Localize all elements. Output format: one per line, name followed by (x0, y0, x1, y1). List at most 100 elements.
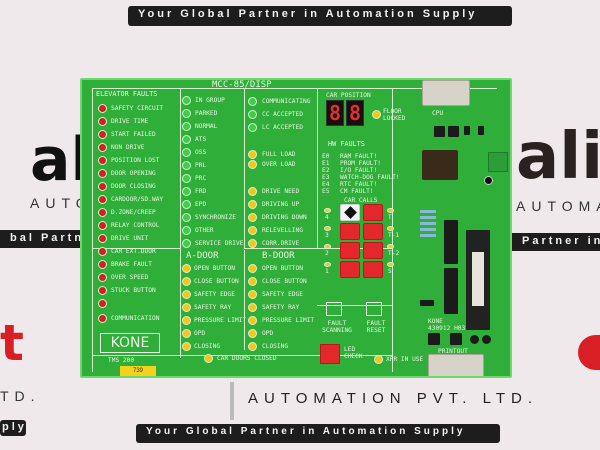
led-call-4 (324, 208, 331, 213)
led-brake-fault (98, 260, 107, 269)
led-call-3 (324, 226, 331, 231)
a-door-label: SAFETY RAY (194, 304, 232, 311)
logo-sub-right: AUTOMA (516, 198, 600, 214)
led-prl (182, 161, 191, 170)
tagline-fragment-left-text: bal Partne (10, 232, 82, 244)
car-call-button-1[interactable] (340, 261, 360, 278)
car-call-button-2[interactable] (340, 242, 360, 259)
a-door-label: PRESSURE LIMIT (194, 317, 247, 324)
led-ats (182, 135, 191, 144)
relay-2 (450, 333, 462, 345)
car-call-label: 2 (325, 250, 329, 257)
car-position-digit-1: 8 (326, 100, 344, 126)
led-check-button[interactable] (320, 344, 340, 364)
tagline-fragment-right-text: Partner in (522, 235, 600, 247)
led-a-open-button (182, 264, 191, 273)
terminal-block (488, 152, 508, 172)
status-label: NORMAL (195, 123, 218, 130)
b-door-label: OPD (262, 330, 274, 337)
led-a-opd (182, 329, 191, 338)
led-over-speed (98, 273, 107, 282)
tagline-fragment-left: bal Partne (0, 230, 82, 248)
hw-fault-text: RTC FAULT! (340, 181, 378, 188)
fault-label: POSITION LOST (111, 157, 160, 164)
car-call-button-t2[interactable] (363, 242, 383, 259)
car-call-button-t[interactable] (363, 204, 383, 221)
b-door-label: CLOSE BUTTON (262, 278, 307, 285)
car-call-label: 3 (325, 232, 329, 239)
a-door-label: OPD (194, 330, 206, 337)
fault-scanning-switch[interactable] (326, 302, 342, 316)
relay-1 (428, 333, 440, 345)
status-label: IN GROUP (195, 97, 225, 104)
xpr-in-use-label: XPR IN USE (386, 356, 424, 363)
led-dzone-creep (98, 208, 107, 217)
a-door-label: OPEN BUTTON (194, 265, 235, 272)
comms-label: CC ACCEPTED (262, 111, 303, 118)
fault-label: NON DRIVE (111, 144, 145, 151)
divider (230, 382, 234, 420)
led-full-load (248, 150, 257, 159)
hw-fault-text: I/O FAULT! (340, 167, 378, 174)
car-call-button-3[interactable] (340, 223, 360, 240)
sticker: 739 (120, 366, 156, 376)
led-b-open-button (248, 264, 257, 273)
ic-1 (444, 220, 458, 264)
led-safety-circuit (98, 104, 107, 113)
tagline-banner-top: Your Global Partner in Automation Supply (128, 6, 512, 26)
led-epd (182, 200, 191, 209)
status-label: EPD (195, 201, 207, 208)
status-label: OSS (195, 149, 207, 156)
led-b-close-button (248, 277, 257, 286)
led-door-closing (98, 182, 107, 191)
hw-fault-text: PROM FAULT! (340, 160, 381, 167)
car-call-label: T-2 (388, 250, 400, 257)
hw-fault-code: E4 (322, 181, 330, 188)
led-oss (182, 148, 191, 157)
kone-logo: KONE (100, 333, 160, 353)
status-label: PRC (195, 175, 207, 182)
car-call-button-s[interactable] (363, 261, 383, 278)
led-car-doors-closed (204, 354, 213, 363)
led-corr-drive (248, 239, 257, 248)
printout-label: PRINTOUT (438, 348, 468, 355)
eprom (466, 230, 490, 330)
car-call-label: 1 (325, 268, 329, 275)
fault-label: SAFETY CIRCUIT (111, 105, 164, 112)
cpu-connector (422, 80, 470, 106)
a-door-heading: A-DOOR (186, 251, 219, 261)
led-in-group (182, 96, 191, 105)
car-call-button-4[interactable] (340, 204, 360, 221)
b-door-label: CLOSING (262, 343, 289, 350)
hw-faults-heading: HW FAULTS (328, 140, 365, 148)
car-position-label: CAR POSITION (326, 92, 371, 99)
led-parked (182, 109, 191, 118)
model-label: TMS 200 (108, 357, 135, 364)
b-door-heading: B-DOOR (262, 251, 295, 261)
car-call-button-t1[interactable] (363, 223, 383, 240)
printout-connector (428, 354, 484, 376)
logo-right: ali (516, 120, 600, 194)
drive-label: RELEVELLING (262, 227, 303, 234)
fault-label: CARDOOR/SD.WAY (111, 196, 164, 203)
board-title: MCC-85/DISP (212, 80, 272, 90)
fault-reset-switch[interactable] (366, 302, 382, 316)
led-b-opd (248, 329, 257, 338)
hw-fault-code: E2 (322, 167, 330, 174)
fault-label: CAR EXT.DOOR (111, 248, 156, 255)
drive-label: DRIVING DOWN (262, 214, 307, 221)
comms-label: LC ACCEPTED (262, 124, 303, 131)
car-call-label: T (388, 214, 392, 221)
led-drive-time (98, 117, 107, 126)
fault-scanning-label: FAULT SCANNING (322, 320, 352, 334)
resistor-array (420, 210, 436, 240)
fault-label: START FAILED (111, 131, 156, 138)
hw-fault-code: E3 (322, 174, 330, 181)
led-drive-need (248, 187, 257, 196)
led-stuck-button (98, 286, 107, 295)
transistor-3 (470, 335, 479, 344)
b-door-label: PRESSURE LIMIT (262, 317, 315, 324)
led-a-closing (182, 342, 191, 351)
cpu-label: CPU (432, 110, 444, 117)
diode (420, 300, 434, 306)
